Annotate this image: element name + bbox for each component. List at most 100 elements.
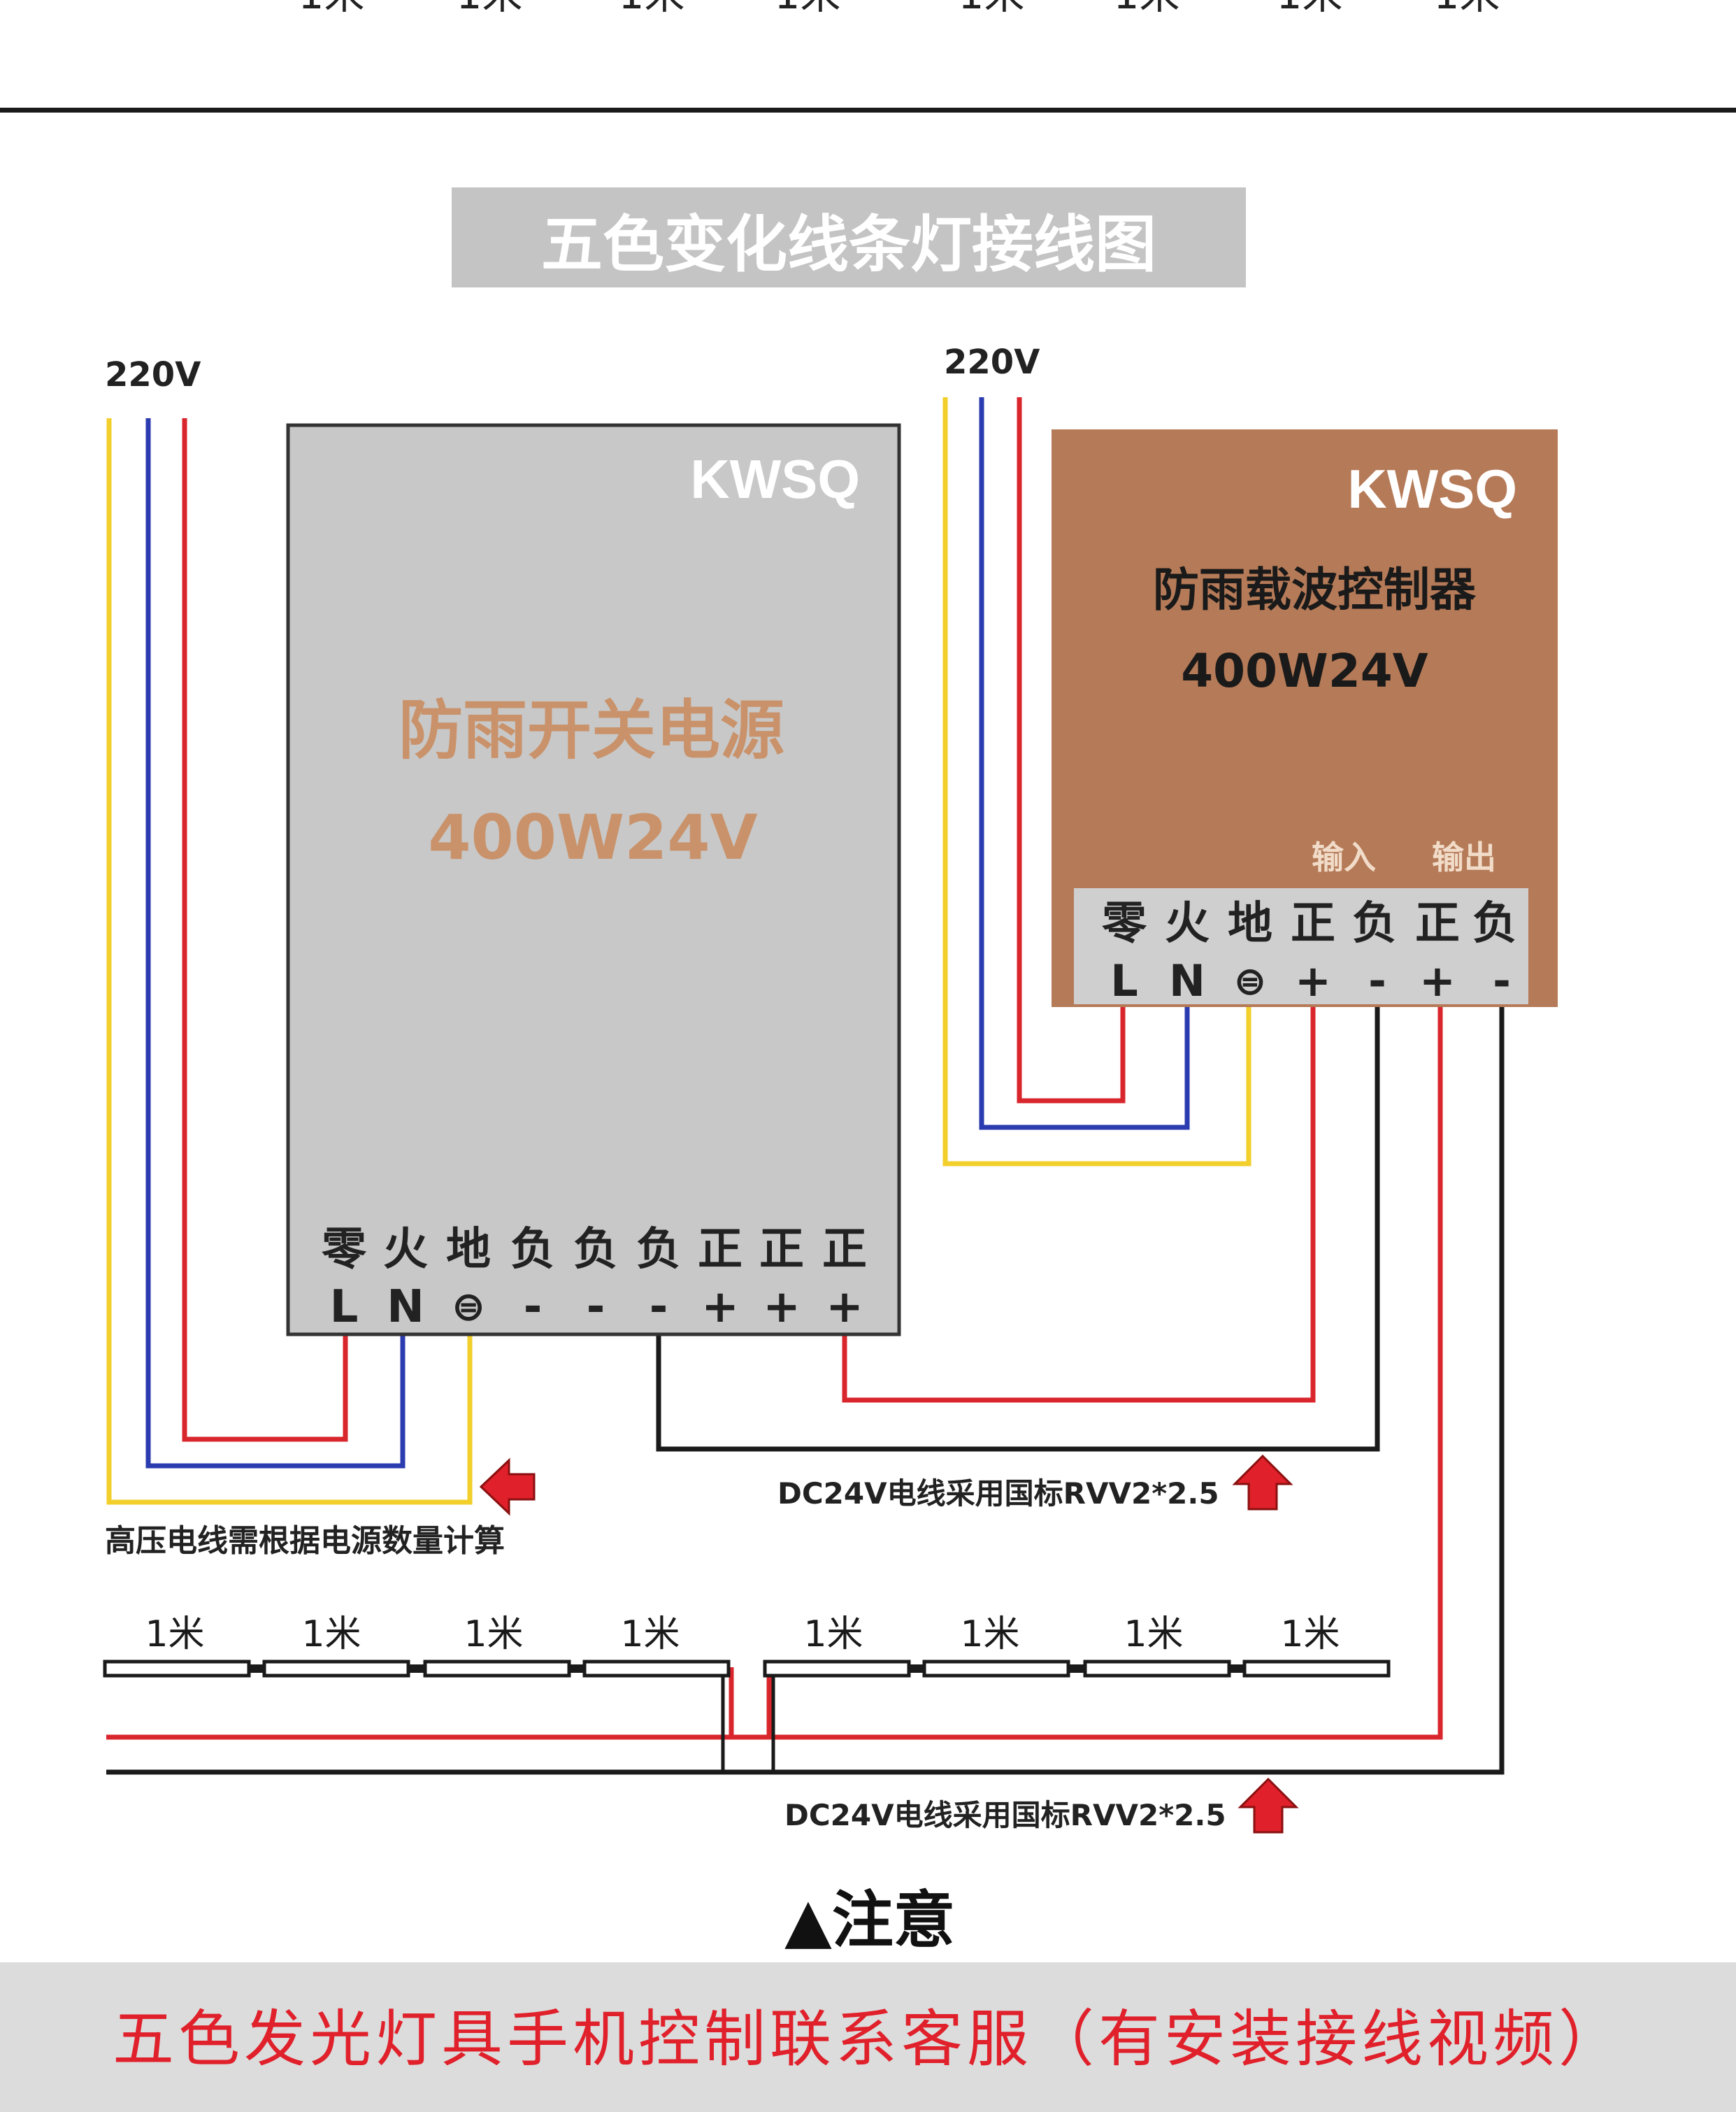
ground-symbol-icon: ⊜ [1234, 959, 1267, 1004]
output-negative-wire [106, 1001, 1505, 1775]
cable-spec-text: DC24V电线采用国标RVV2*2.5 [784, 1798, 1226, 1832]
voltage-label: 220V [105, 355, 201, 394]
dc-positive-wire [842, 1001, 1316, 1403]
terminal-name: 正 [822, 1224, 867, 1276]
output-label: 输出 [1432, 839, 1496, 876]
terminal-symbol: N [387, 1281, 424, 1333]
terminal-symbol: - [1493, 955, 1511, 1006]
notice-heading: ▲注意 [784, 1884, 955, 1956]
led-strip-segment [582, 1660, 731, 1678]
voltage-label: 220V [944, 343, 1040, 382]
terminal-name: 负 [510, 1224, 555, 1276]
terminal-name: 正 [1291, 898, 1335, 950]
led-strip-row: 1米 1米 1米 1米 1米 1米 1米 1米 [103, 1613, 1391, 1678]
top-strip-label: 1米 [457, 0, 523, 18]
ground-wire [106, 418, 473, 1505]
top-strip-label: 1米 [299, 0, 365, 18]
cable-note-2: DC24V电线采用国标RVV2*2.5 [784, 1777, 1299, 1834]
terminal-name: 负 [1472, 898, 1517, 950]
power-supply-box [286, 423, 901, 1336]
strip-length-label: 1米 [620, 1613, 680, 1655]
live-wire [182, 418, 348, 1442]
device-name: 防雨载波控制器 [1153, 563, 1477, 617]
terminal-symbol: - [587, 1281, 605, 1333]
device-rating: 400W24V [428, 801, 757, 873]
top-strip-labels: 1米 1米 1米 1米 1米 1米 1米 1米 [299, 0, 1500, 18]
strip-length-label: 1米 [1280, 1613, 1340, 1655]
terminal-name: 地 [446, 1224, 491, 1276]
title-banner [452, 187, 1246, 287]
top-strip-label: 1米 [1434, 0, 1500, 18]
cable-note-1: DC24V电线采用国标RVV2*2.5 [777, 1454, 1293, 1511]
right-ac-wires [942, 397, 1251, 1166]
terminal-symbol: L [330, 1281, 359, 1333]
footer-banner [0, 1962, 1736, 2112]
neutral-wire [145, 418, 406, 1469]
terminal-labels: 零 火 地 负 负 负 正 正 正 L N ⊜ - - - + + + [322, 1224, 867, 1333]
device-rating: 400W24V [1181, 644, 1428, 698]
terminal-name: 正 [698, 1224, 743, 1276]
terminal-name: 正 [759, 1224, 804, 1276]
led-strip-segment [922, 1660, 1070, 1678]
terminal-symbol: + [763, 1281, 801, 1333]
led-strip-segment [262, 1660, 410, 1678]
terminal-symbol: + [1295, 955, 1331, 1006]
terminal-name: 负 [1352, 898, 1397, 950]
live-wire [1017, 397, 1126, 1104]
led-strip-segment [1083, 1660, 1231, 1678]
top-strip-label: 1米 [959, 0, 1025, 18]
terminal-symbol: + [1419, 955, 1456, 1006]
led-strip-segment [763, 1660, 911, 1678]
strip-joint [909, 1664, 924, 1673]
terminal-symbol: - [1368, 955, 1386, 1006]
left-ac-wires [106, 418, 473, 1505]
neutral-wire [979, 397, 1190, 1130]
terminal-name: 负 [636, 1224, 681, 1276]
dc-negative-wire [656, 1001, 1380, 1452]
terminal-symbol: - [650, 1281, 668, 1333]
output-positive-wire [106, 1001, 1443, 1740]
strip-joint [249, 1664, 264, 1673]
strip-length-label: 1米 [145, 1613, 204, 1655]
terminal-name: 负 [573, 1224, 618, 1276]
arrow-left-icon [479, 1457, 536, 1516]
diagram-title: 五色变化线条灯接线图 [541, 208, 1156, 280]
strip-length-label: 1米 [1124, 1613, 1183, 1655]
dc-output-wires [106, 1001, 1505, 1775]
terminal-name: 零 [322, 1224, 367, 1276]
terminal-name: 火 [1165, 898, 1210, 950]
strip-length-label: 1米 [464, 1613, 523, 1655]
ground-wire [942, 397, 1251, 1166]
terminal-symbol: - [524, 1281, 543, 1333]
terminal-name: 地 [1228, 898, 1272, 950]
strip-length-label: 1米 [803, 1613, 863, 1655]
strip-length-label: 1米 [301, 1613, 361, 1655]
top-divider [0, 108, 1736, 113]
controller-terminal-block [1074, 888, 1528, 1004]
strip-length-label: 1米 [960, 1613, 1019, 1655]
arrow-up-icon [1238, 1777, 1299, 1834]
carrier-controller: 220V KWSQ 防雨载波控制器 400W24V 输入 输出 零 火 地 正 … [944, 343, 1558, 1007]
terminal-symbol: L [1110, 955, 1138, 1006]
input-label: 输入 [1312, 839, 1376, 876]
device-name: 防雨开关电源 [399, 693, 784, 768]
top-strip-label: 1米 [775, 0, 841, 18]
cable-spec-text: DC24V电线采用国标RVV2*2.5 [777, 1476, 1219, 1511]
top-strip-label: 1米 [1277, 0, 1343, 18]
brand-label: KWSQ [690, 448, 860, 510]
led-strip-segment [1242, 1660, 1391, 1678]
terminal-name: 零 [1102, 898, 1147, 950]
top-strip-label: 1米 [619, 0, 685, 18]
strip-joint [1068, 1664, 1085, 1673]
terminal-name: 正 [1415, 898, 1460, 950]
top-strip-label: 1米 [1114, 0, 1180, 18]
led-strip-segment [423, 1660, 571, 1678]
power-supply: 220V KWSQ 防雨开关电源 400W24V 零 火 地 负 负 负 正 正… [105, 355, 901, 1336]
terminal-symbol: + [701, 1281, 739, 1333]
high-voltage-note: 高压电线需根据电源数量计算 [105, 1457, 536, 1559]
terminal-symbol: N [1169, 955, 1205, 1006]
strip-joint [569, 1664, 584, 1673]
led-strip-segment [103, 1660, 251, 1678]
footer-text: 五色发光灯具手机控制联系客服（有安装接线视频） [113, 2003, 1624, 2075]
